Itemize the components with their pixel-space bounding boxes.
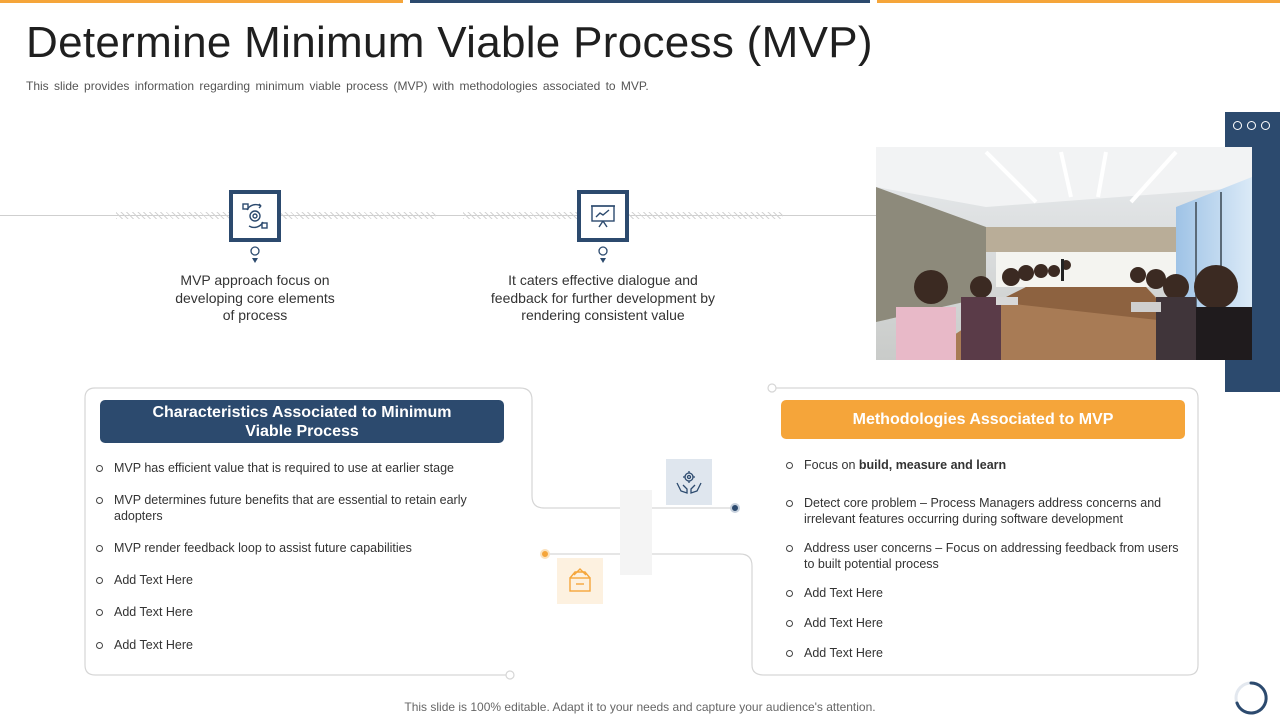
characteristics-header-line-2: Viable Process <box>245 422 359 440</box>
list-item: Add Text Here <box>786 585 1184 601</box>
timeline-text-1-line-3: of process <box>222 307 288 323</box>
location-pin-icon <box>250 246 260 263</box>
methodologies-header: Methodologies Associated to MVP <box>781 400 1185 439</box>
slide-title: Determine Minimum Viable Process (MVP) <box>26 18 873 67</box>
timeline-text-2: It caters effective dialogue and feedbac… <box>463 272 743 325</box>
list-item: Detect core problem – Process Managers a… <box>786 495 1184 527</box>
dots-decoration <box>1233 121 1270 130</box>
timeline-text-2-line-3: rendering consistent value <box>521 307 685 323</box>
open-box-icon <box>557 558 603 604</box>
characteristics-header: Characteristics Associated to Minimum Vi… <box>100 400 504 443</box>
list-item: MVP has efficient value that is required… <box>96 460 496 476</box>
timeline-text-1-line-1: MVP approach focus on <box>180 272 330 288</box>
location-pin-icon <box>598 246 608 263</box>
characteristics-list: MVP has efficient value that is required… <box>96 460 496 653</box>
list-item: MVP determines future benefits that are … <box>96 492 496 524</box>
loading-ring-icon <box>1234 681 1268 715</box>
methodologies-list: Focus on build, measure and learn Detect… <box>786 457 1184 661</box>
characteristics-header-line-1: Characteristics Associated to Minimum <box>152 403 452 421</box>
list-item: Add Text Here <box>786 615 1184 631</box>
list-item: Add Text Here <box>96 637 496 653</box>
list-item: MVP render feedback loop to assist futur… <box>96 540 496 556</box>
list-item: Focus on build, measure and learn <box>786 457 1184 473</box>
timeline-text-1-line-2: developing core elements <box>175 289 335 306</box>
timeline-text-2-line-1: It caters effective dialogue and <box>508 272 698 288</box>
timeline-line <box>0 215 876 216</box>
list-item: Address user concerns – Focus on address… <box>786 540 1184 572</box>
process-cycle-icon <box>229 190 281 242</box>
top-accent-bar-center <box>410 0 870 3</box>
methodologies-item-prefix: Focus on <box>804 458 859 472</box>
methodologies-item-bold: build, measure and learn <box>858 458 1007 472</box>
top-accent-bar-left <box>0 0 403 3</box>
top-accent-bar-right <box>877 0 1280 3</box>
slide-subtitle: This slide provides information regardin… <box>26 79 649 93</box>
card-connectors <box>84 383 1199 680</box>
list-item: Add Text Here <box>96 572 496 588</box>
presentation-board-icon <box>577 190 629 242</box>
timeline-text-2-line-2: feedback for further development by <box>490 289 716 306</box>
meeting-room-photo <box>876 147 1252 360</box>
hands-gear-icon <box>666 459 712 505</box>
list-item: Add Text Here <box>786 645 1184 661</box>
slide-footer: This slide is 100% editable. Adapt it to… <box>404 700 876 714</box>
timeline-text-1: MVP approach focus on developing core el… <box>125 272 385 325</box>
list-item: Add Text Here <box>96 604 496 620</box>
